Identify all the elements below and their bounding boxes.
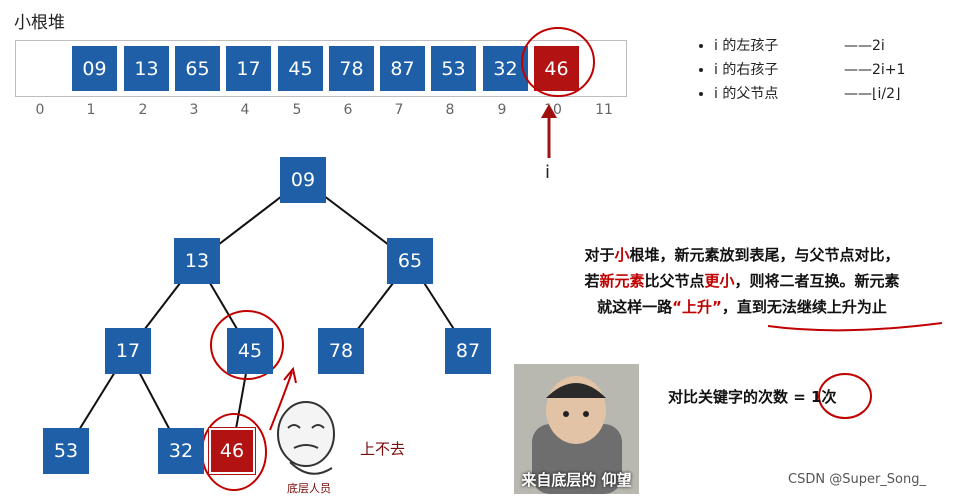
- tree-node: 53: [43, 428, 89, 474]
- photo-caption: 来自底层的 仰望: [521, 471, 632, 489]
- rise-arrow-mark: [269, 371, 293, 431]
- array-index: 6: [343, 102, 353, 118]
- array-index: 5: [292, 102, 302, 118]
- array-index: 4: [240, 102, 250, 118]
- array-cell: 32: [483, 46, 528, 91]
- pointer-arrow: [541, 104, 557, 158]
- tree-node: 78: [318, 328, 364, 374]
- description-line-1: 对于小根堆，新元素放到表尾，与父节点对比，: [584, 246, 900, 264]
- circle-mark-45: [210, 310, 284, 380]
- tree-node: 17: [105, 328, 151, 374]
- underline-mark: [767, 322, 943, 332]
- meme-face-icon: [277, 401, 335, 475]
- compare-count: 对比关键字的次数 = 1次: [668, 388, 837, 406]
- array-cell: 78: [329, 46, 374, 91]
- description: 对于小根堆，新元素放到表尾，与父节点对比， 若新元素比父节点更小，则将二者互换。…: [542, 242, 942, 320]
- meme-caption: 底层人员: [287, 482, 331, 495]
- rule-left-child: i 的左孩子——2i: [714, 36, 905, 60]
- pointer-label: i: [545, 162, 551, 183]
- array-cell: 65: [175, 46, 220, 91]
- array-frame: [15, 40, 627, 97]
- rule-right-child: i 的右孩子——2i+1: [714, 60, 905, 84]
- array-cell: 87: [380, 46, 425, 91]
- array-cell: 46: [534, 46, 579, 91]
- meme-sticker: 底层人员: [270, 398, 348, 496]
- array-index: 7: [394, 102, 404, 118]
- circle-mark-count: [818, 373, 872, 419]
- array-index: 3: [189, 102, 199, 118]
- array-cell: 09: [72, 46, 117, 91]
- array-cell: 45: [278, 46, 323, 91]
- index-rules: i 的左孩子——2i i 的右孩子——2i+1 i 的父节点——⌊i/2⌋: [698, 36, 905, 108]
- tree-node: 87: [445, 328, 491, 374]
- circle-mark-array: [521, 27, 595, 97]
- array-cell: 53: [431, 46, 476, 91]
- array-cell: 17: [226, 46, 271, 91]
- child-photo-icon: [514, 364, 639, 494]
- rule-parent: i 的父节点——⌊i/2⌋: [714, 84, 905, 108]
- tree-node: 13: [174, 238, 220, 284]
- tree-node: 09: [280, 157, 326, 203]
- cannot-rise-label: 上不去: [360, 440, 406, 458]
- tree-node: 46: [208, 427, 256, 475]
- description-line-2: 若新元素比父节点更小，则将二者互换。新元素: [584, 272, 900, 290]
- array-index: 0: [35, 102, 45, 118]
- description-line-3: 就这样一路“上升”，直到无法继续上升为止: [597, 298, 887, 316]
- tree-node: 65: [387, 238, 433, 284]
- page-title: 小根堆: [14, 13, 65, 33]
- array-index: 1: [86, 102, 96, 118]
- array-index: 8: [445, 102, 455, 118]
- photo-meme: 来自底层的 仰望: [514, 364, 639, 494]
- tree-node: 45: [227, 328, 273, 374]
- watermark: CSDN @Super_Song_: [788, 472, 926, 487]
- array-index: 11: [595, 102, 613, 118]
- tree-node: 32: [158, 428, 204, 474]
- array-cell: 13: [124, 46, 169, 91]
- array-index: 2: [138, 102, 148, 118]
- array-index: 9: [497, 102, 507, 118]
